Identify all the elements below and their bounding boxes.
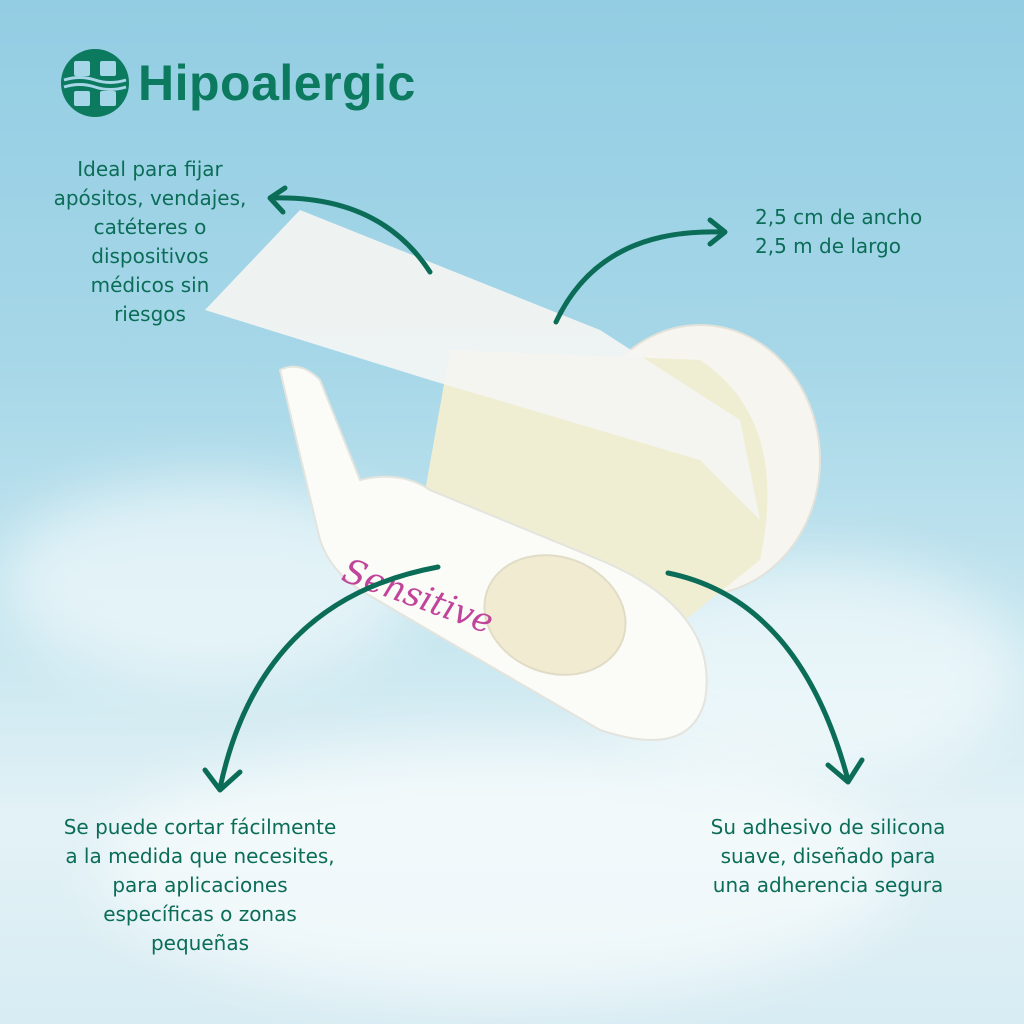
callout-line: una adherencia segura bbox=[712, 873, 944, 897]
callout-uses: Ideal para fijar apósitos, vendajes, cat… bbox=[20, 155, 280, 329]
brand-logo: Hipoalergic bbox=[60, 48, 416, 118]
callout-line: médicos sin bbox=[90, 273, 210, 297]
arrow-top-left bbox=[269, 195, 433, 275]
callout-line: dispositivos bbox=[91, 244, 209, 268]
arrow-head-icon bbox=[707, 217, 728, 247]
callout-line: 2,5 m de largo bbox=[755, 234, 901, 258]
callout-line: apósitos, vendajes, bbox=[53, 186, 247, 210]
callout-adhesive: Su adhesivo de silicona suave, diseñado … bbox=[668, 813, 988, 900]
callout-line: Ideal para fijar bbox=[77, 157, 223, 181]
callout-line: 2,5 cm de ancho bbox=[755, 205, 923, 229]
brand-name: Hipoalergic bbox=[138, 55, 416, 111]
callout-dimensions: 2,5 cm de ancho 2,5 m de largo bbox=[755, 203, 985, 261]
callout-line: para aplicaciones bbox=[112, 873, 288, 897]
arrow-top-right bbox=[553, 229, 725, 325]
callout-line: suave, diseñado para bbox=[720, 844, 936, 868]
callout-line: a la medida que necesites, bbox=[65, 844, 335, 868]
brand-emblem-icon bbox=[61, 49, 129, 117]
callout-line: Su adhesivo de silicona bbox=[710, 815, 946, 839]
arrow-head-icon bbox=[825, 757, 865, 785]
arrow-bottom-left bbox=[217, 564, 441, 791]
callout-line: riesgos bbox=[114, 302, 186, 326]
arrow-bottom-right bbox=[665, 570, 851, 783]
spool-hole bbox=[483, 554, 627, 676]
callout-line: pequeñas bbox=[150, 931, 250, 955]
arrow-head-icon bbox=[267, 185, 288, 215]
callout-line: Se puede cortar fácilmente bbox=[63, 815, 337, 839]
arrow-head-icon bbox=[202, 767, 243, 793]
tape-strip bbox=[205, 210, 760, 520]
callout-line: específicas o zonas bbox=[103, 902, 297, 926]
callout-line: catéteres o bbox=[93, 215, 207, 239]
cloud bbox=[100, 740, 900, 1000]
callout-cutting: Se puede cortar fácilmente a la medida q… bbox=[15, 813, 385, 958]
